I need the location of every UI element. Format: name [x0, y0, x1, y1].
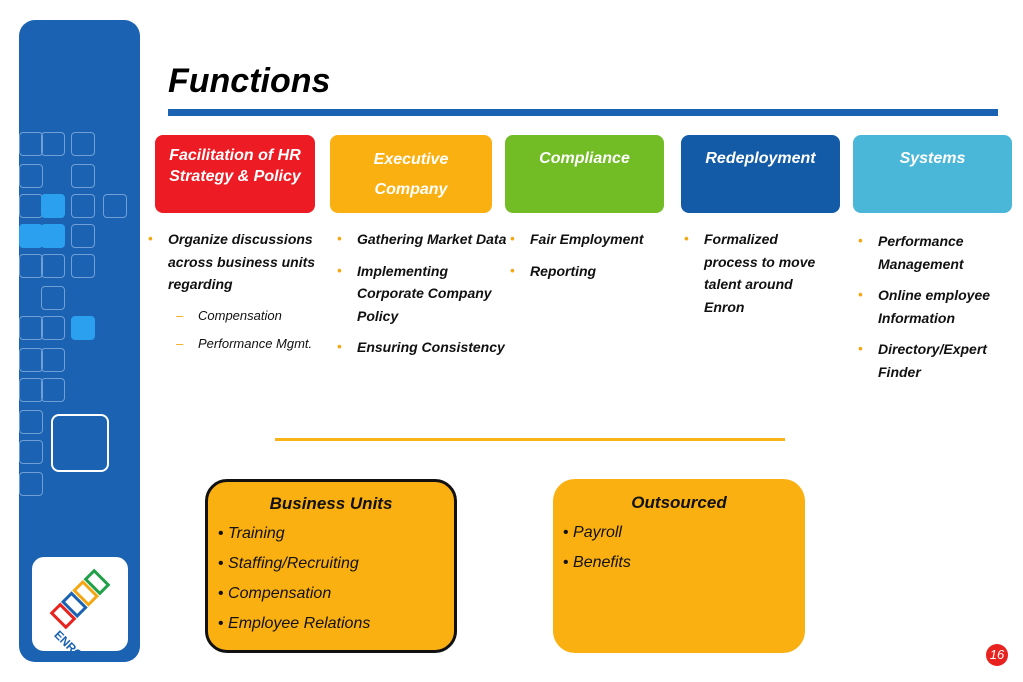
enron-logo: ENRON	[32, 557, 128, 668]
list-item: Fair Employment	[510, 228, 670, 251]
bullets-redeployment: Formalized process to move talent around…	[684, 228, 834, 327]
decor-square	[19, 472, 43, 496]
decor-square	[19, 224, 43, 248]
outsourced-box: Outsourced Payroll Benefits	[553, 479, 805, 653]
list-item: Online employee Information	[858, 284, 1008, 329]
decor-square	[41, 132, 65, 156]
list-item: Training	[218, 524, 444, 544]
section-divider	[275, 438, 785, 441]
sub-list: Compensation Performance Mgmt.	[148, 306, 333, 354]
list-item: Staffing/Recruiting	[218, 554, 444, 574]
decor-square	[41, 286, 65, 310]
enron-logo-icon: ENRON	[49, 568, 111, 668]
function-box-redeployment: Redeployment	[681, 135, 840, 213]
decor-square	[71, 164, 95, 188]
list-item: Directory/Expert Finder	[858, 338, 1008, 383]
decor-square	[19, 194, 43, 218]
function-box-hr-strategy: Facilitation of HR Strategy & Policy	[155, 135, 315, 213]
decor-square	[41, 224, 65, 248]
decor-square	[41, 348, 65, 372]
decor-square	[71, 132, 95, 156]
decor-square-outline	[51, 414, 109, 472]
decor-square	[19, 410, 43, 434]
decor-square	[41, 254, 65, 278]
decor-square	[71, 224, 95, 248]
list-item: Payroll	[563, 523, 795, 543]
sidebar-panel	[19, 20, 140, 662]
page-number-badge: 16	[986, 644, 1008, 666]
logo-wordmark: ENRON	[51, 628, 92, 651]
list-item: Formalized process to move talent around…	[684, 228, 834, 318]
title-divider	[168, 109, 998, 116]
decor-square	[19, 254, 43, 278]
outsourced-title: Outsourced	[631, 493, 727, 512]
bullets-executive-company: Gathering Market Data Implementing Corpo…	[337, 228, 509, 368]
decor-square	[19, 132, 43, 156]
decor-square	[19, 164, 43, 188]
list-item: Ensuring Consistency	[337, 336, 509, 359]
list-item: Benefits	[563, 553, 795, 573]
bullets-compliance: Fair Employment Reporting	[510, 228, 670, 291]
decor-square	[19, 316, 43, 340]
decor-square	[19, 348, 43, 372]
list-item: Reporting	[510, 260, 670, 283]
decor-square	[19, 440, 43, 464]
page-title: Functions	[168, 62, 331, 100]
bullets-hr-strategy: Organize discussions across business uni…	[148, 228, 333, 362]
decor-square	[41, 378, 65, 402]
decor-square	[41, 194, 65, 218]
function-box-executive-company: Executive Company	[330, 135, 492, 213]
list-item: Implementing Corporate Company Policy	[337, 260, 509, 328]
list-item: Gathering Market Data	[337, 228, 509, 251]
function-box-compliance: Compliance	[505, 135, 664, 213]
sub-list-item: Performance Mgmt.	[176, 334, 333, 354]
decor-square	[71, 316, 95, 340]
decor-square	[103, 194, 127, 218]
list-item: Organize discussions across business uni…	[148, 228, 333, 296]
decor-square	[71, 254, 95, 278]
decor-square	[41, 316, 65, 340]
business-units-title: Business Units	[269, 494, 393, 513]
function-box-systems: Systems	[853, 135, 1012, 213]
business-units-box: Business Units Training Staffing/Recruit…	[205, 479, 457, 653]
function-label-line: Executive	[373, 151, 449, 168]
list-item: Compensation	[218, 584, 444, 604]
sub-list-item: Compensation	[176, 306, 333, 326]
decor-square	[71, 194, 95, 218]
decor-square	[19, 378, 43, 402]
list-item: Performance Management	[858, 230, 1008, 275]
bullets-systems: Performance Management Online employee I…	[858, 230, 1008, 392]
list-item: Employee Relations	[218, 614, 444, 634]
function-label-line: Company	[374, 181, 448, 198]
